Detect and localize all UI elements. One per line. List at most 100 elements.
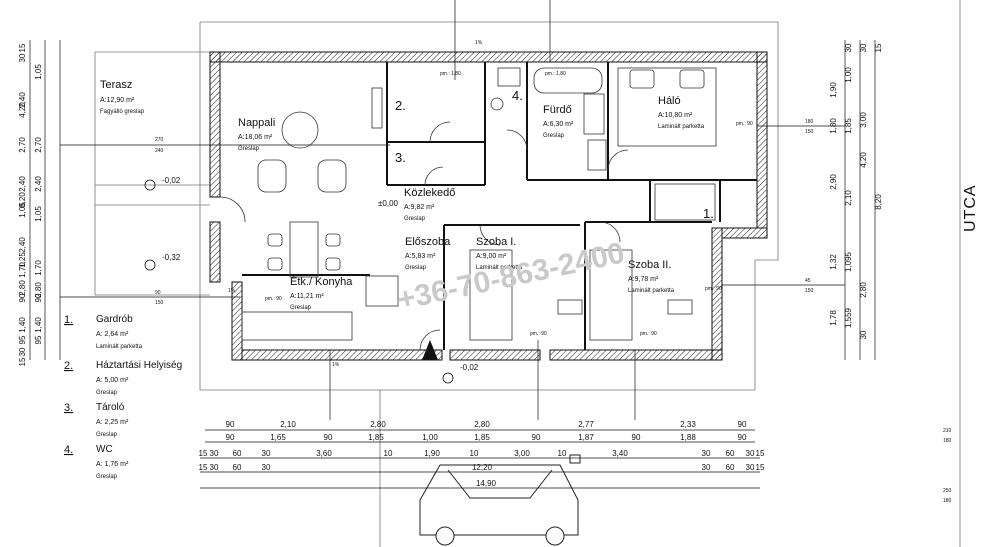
legend-area: A: 5,00 m² [96,377,129,384]
room-area: A:18,06 m² [238,134,273,141]
room-floor: Fagyálló greslap [100,109,145,115]
dimension-label: 60 [726,449,735,458]
dimension-label: 10 [470,449,479,458]
dimension-label: 60 [233,449,242,458]
legend-area: A: 1,76 m² [96,461,129,468]
opening-label: 270 [155,137,164,143]
dimension-label: 1,559 [844,307,853,328]
dimension-label: 10 [384,449,393,458]
dimension-label: 1,05 [34,64,43,80]
room-name: Előszoba [405,236,451,248]
dimension-label: 90 [738,433,747,442]
pm-label: pm.: 90 [736,121,753,127]
dimension-label: 30 [702,449,711,458]
dimension-label: 8,20 [874,194,883,210]
level-value: -0,32 [162,253,181,262]
dimension-label: 1,88 [680,433,696,442]
room-floor: Greslap [404,216,426,222]
legend-floor: Greslap [96,432,118,438]
dimension-label: 1,00 [422,433,438,442]
room-floor: Greslap [543,133,565,139]
street-label: UTCA [962,184,979,232]
room-nappali: Nappali A:18,06 m² Greslap [238,117,275,152]
dimension-label: 2,10 [280,420,296,429]
dimension-label: 2,90 [829,174,838,190]
room-floor: Laminált parketta [628,288,675,294]
dimension-label: 90 [532,433,541,442]
opening-label: 180 [943,498,952,504]
dimension-label: 90 [18,293,27,302]
legend-name: WC [96,444,113,455]
dimension-label: 2,80 [18,280,27,296]
dimension-label: 2,40 [18,92,27,108]
legend-floor: Greslap [96,390,118,396]
dimension-label: 1,05 [34,206,43,222]
legend-floor: Greslap [96,474,118,480]
dimension-label: 3,40 [612,449,628,458]
dimension-label: 2,80 [859,282,868,298]
legend-floor: Laminált parketta [96,344,143,350]
pm-label: pm.: 90 [705,286,722,292]
pm-label: pm.: 1,80 [440,71,461,77]
room-floor: Laminált parketta [658,124,705,130]
dimension-label: 60 [233,463,242,472]
dimension-label: 1,90 [829,82,838,98]
pm-label: pm.: 90 [265,296,282,302]
opening-label: 250 [943,488,952,494]
slope-label: 1% [228,288,236,294]
dimension-label: 1,40 [34,317,43,333]
dimension-label: 90 [226,433,235,442]
opening-label: 180 [805,119,814,125]
legend-item: 1. Gardrób A: 2,64 m² Laminált parketta [64,314,143,350]
dimension-label: 1,70 [34,260,43,276]
room-etk-konyha: Étk./ Konyha A:11,21 m² Greslap [290,275,353,311]
room-floor: Greslap [405,265,427,271]
room-kozlekedo: Közlekedő A:9,82 m² Greslap [404,187,455,222]
legend-area: A: 2,25 m² [96,419,129,426]
legend-item: 4. WC A: 1,76 m² Greslap [64,444,129,480]
entrance-arrow-icon [422,340,438,360]
dimension-label: 1,25 [18,252,27,268]
exterior-walls [209,51,768,361]
dimension-label: 30 [746,449,755,458]
window-sill-labels: pm.: 1,80 pm.: 1,80 pm.: 90 pm.: 90 pm.:… [265,71,753,337]
opening-label: 150 [155,300,164,306]
dimension-label: 95 [34,335,43,344]
room-furdo: Fürdő A:6,30 m² Greslap [543,104,574,139]
dimension-label: 4,20 [859,152,868,168]
opening-label: 240 [155,148,164,154]
room-name: Szoba I. [476,236,516,248]
room-floor: Greslap [238,146,260,152]
dimension-label: 90 [738,420,747,429]
dimension-label: 2,10 [844,190,853,206]
dimension-label: 90 [226,420,235,429]
room-name: Fürdő [543,104,572,116]
room-name: Közlekedő [404,187,455,199]
room-name: Nappali [238,117,275,129]
room-eloszoba: Előszoba A:5,83 m² Greslap [405,236,451,271]
opening-label: 45 [805,278,811,284]
dimension-label: 90 [324,433,333,442]
opening-label: 180 [943,438,952,444]
dimension-label: 1,70 [18,262,27,278]
dimension-label: 3,00 [859,112,868,128]
slope-label: 1% [332,362,340,368]
room-number: 3. [395,150,406,165]
dimension-label: 2,80 [370,420,386,429]
dimension-label: 1,05 [18,202,27,218]
room-number: 2. [395,98,406,113]
legend: 1. Gardrób A: 2,64 m² Laminált parketta … [64,314,182,480]
dimension-label: 14,90 [476,479,497,488]
dimension-label: 1,40 [18,317,27,333]
car-icon [419,454,581,546]
dimension-label: 1,00 [844,67,853,83]
opening-label: 210 [943,428,952,434]
dimension-label: 30 [18,53,27,62]
room-labels: Terasz A:12,90 m² Fagyálló greslap Nappa… [100,79,705,311]
watermark: +36-70-863-2400 [395,237,628,317]
dimension-label: 30 [859,330,868,339]
dimension-label: 15 [18,43,27,52]
dimension-label: 1,78 [829,310,838,326]
legend-number: 4. [64,444,73,456]
dimension-label: 2,40 [34,176,43,192]
